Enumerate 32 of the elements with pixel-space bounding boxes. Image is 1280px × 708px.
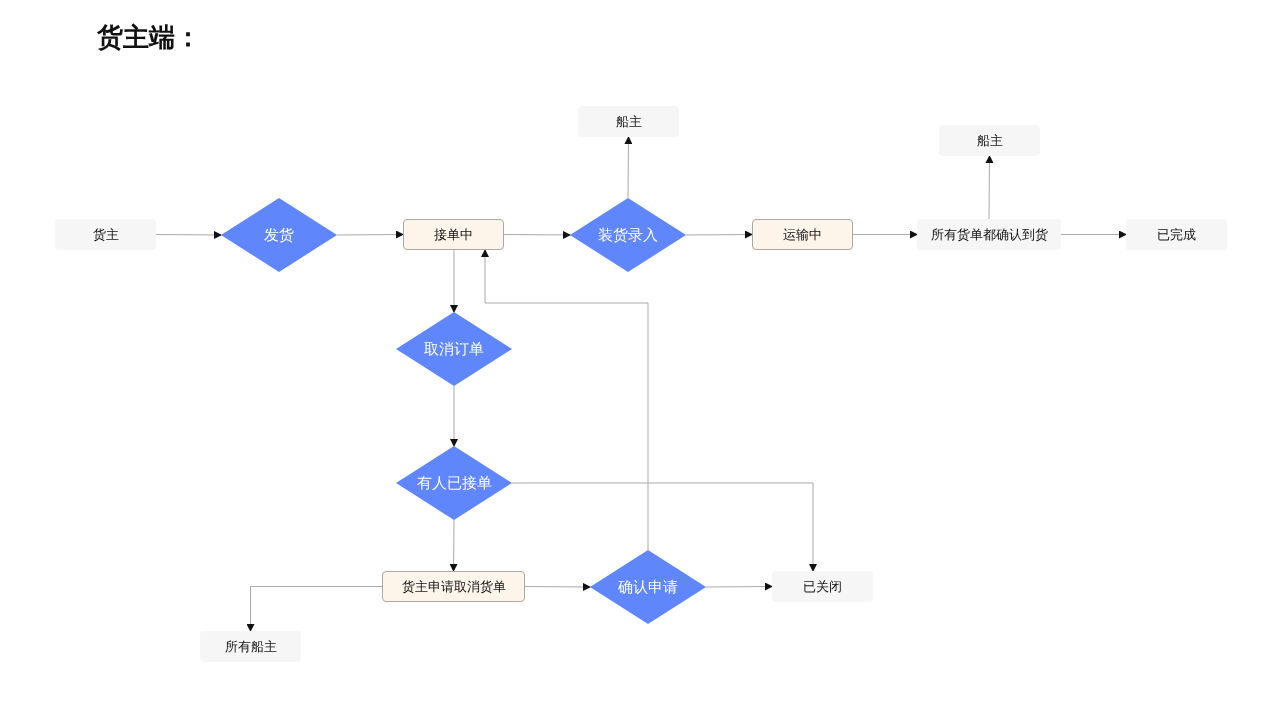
terminal-box: 所有船主 bbox=[200, 631, 301, 662]
process-box: 接单中 bbox=[403, 219, 504, 250]
terminal-box: 已关闭 bbox=[772, 571, 873, 602]
arrow bbox=[246, 586, 383, 632]
terminal-box: 已完成 bbox=[1126, 219, 1227, 250]
title: 货主端： bbox=[97, 21, 201, 54]
arrow bbox=[705, 582, 773, 591]
arrow bbox=[450, 385, 458, 447]
decision-diamond: 有人已接单 bbox=[396, 446, 512, 520]
decision-diamond: 取消订单 bbox=[396, 312, 512, 386]
terminal-box: 所有货单都确认到货 bbox=[917, 219, 1061, 250]
decision-diamond: 发货 bbox=[221, 198, 337, 272]
arrow bbox=[481, 249, 649, 551]
arrow bbox=[336, 230, 404, 239]
terminal-box: 船主 bbox=[578, 106, 679, 137]
arrow bbox=[624, 136, 633, 199]
arrow bbox=[685, 230, 753, 239]
arrow bbox=[852, 230, 918, 239]
arrow bbox=[449, 519, 458, 572]
process-box: 货主申请取消货单 bbox=[382, 571, 525, 602]
arrow bbox=[450, 249, 458, 313]
arrow bbox=[511, 482, 817, 572]
terminal-box: 船主 bbox=[939, 125, 1040, 156]
terminal-box: 货主 bbox=[55, 219, 156, 250]
arrow bbox=[155, 230, 222, 239]
arrow bbox=[1060, 230, 1127, 239]
arrow bbox=[985, 155, 994, 220]
arrow bbox=[503, 230, 571, 239]
arrow bbox=[524, 582, 591, 591]
process-box: 运输中 bbox=[752, 219, 853, 250]
decision-diamond: 确认申请 bbox=[590, 550, 706, 624]
decision-diamond: 装货录入 bbox=[570, 198, 686, 272]
